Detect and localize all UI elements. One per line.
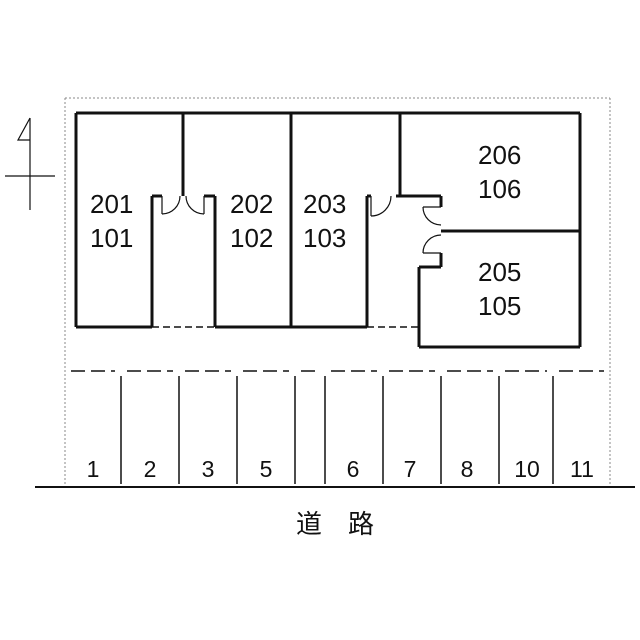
road-label: 道 路 bbox=[296, 510, 374, 540]
room-labels: 201 101 202 102 203 103 206 106 205 105 bbox=[90, 140, 521, 321]
door-icon bbox=[422, 206, 442, 254]
parking-space-number: 10 bbox=[514, 456, 540, 482]
room-label-lower: 103 bbox=[303, 223, 346, 253]
parking-dividers bbox=[120, 376, 554, 484]
room-label-upper: 203 bbox=[303, 189, 346, 219]
parking-space-number: 6 bbox=[347, 456, 360, 482]
building-walls bbox=[74, 111, 582, 349]
room-label-upper: 202 bbox=[230, 189, 273, 219]
parking-space-number: 8 bbox=[461, 456, 474, 482]
room-label-upper: 206 bbox=[478, 140, 521, 170]
room-label-upper: 201 bbox=[90, 189, 133, 219]
parking-space-number: 7 bbox=[404, 456, 417, 482]
room-label-upper: 205 bbox=[478, 257, 521, 287]
parking-space-number: 1 bbox=[87, 456, 100, 482]
door-icon bbox=[161, 195, 205, 215]
room-label-lower: 101 bbox=[90, 223, 133, 253]
room-label-lower: 105 bbox=[478, 291, 521, 321]
room-label-lower: 102 bbox=[230, 223, 273, 253]
north-arrow-icon bbox=[5, 117, 55, 210]
parking-space-number: 11 bbox=[570, 456, 594, 482]
parking-space-number: 5 bbox=[260, 456, 273, 482]
door-icon bbox=[370, 195, 392, 217]
parking-labels: 1 2 3 5 6 7 8 10 11 bbox=[87, 456, 594, 482]
parking-space-number: 2 bbox=[144, 456, 157, 482]
site-boundary bbox=[64, 97, 611, 485]
room-label-lower: 106 bbox=[478, 174, 521, 204]
parking-space-number: 3 bbox=[202, 456, 215, 482]
